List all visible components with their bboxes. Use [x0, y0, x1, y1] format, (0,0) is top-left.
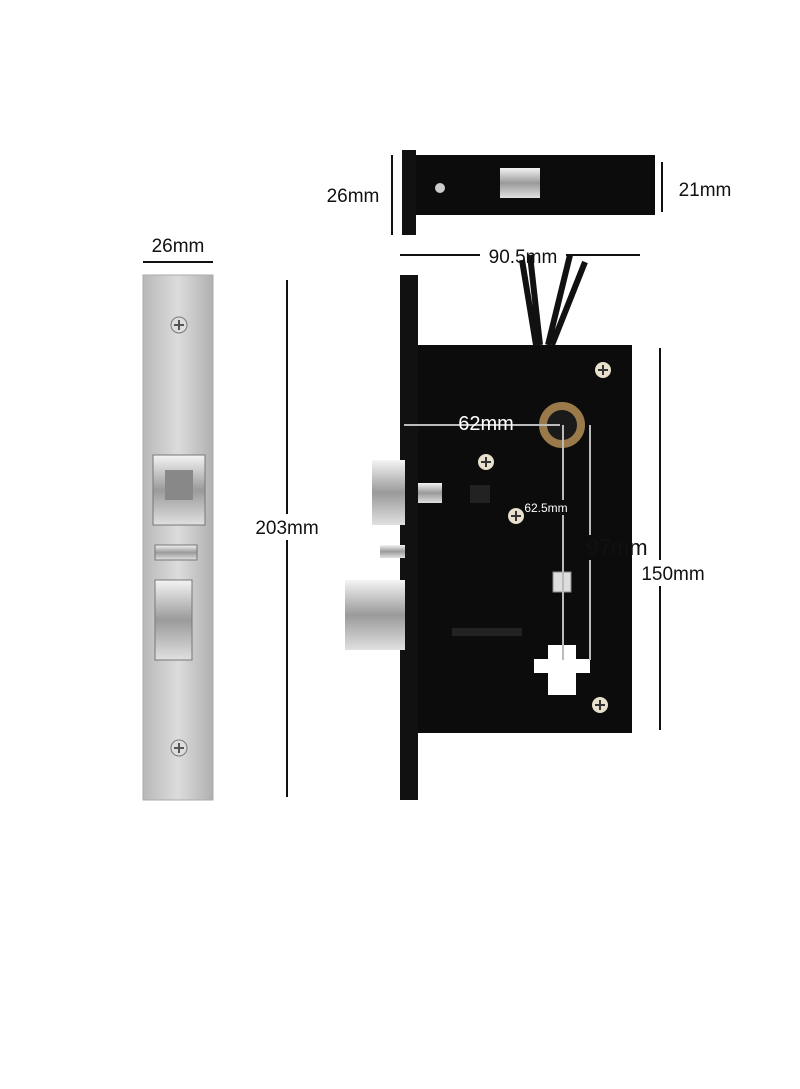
screw-icon: [595, 362, 611, 378]
inner-distance-label: 62.5mm: [524, 501, 567, 515]
wires: [519, 254, 588, 347]
spindle-cylinder-distance-label: 97mm: [586, 535, 647, 560]
latch-bolt: [372, 460, 405, 525]
lock-body-side-view: [345, 254, 632, 800]
trigger-bolt: [154, 544, 198, 561]
screw-icon: [592, 697, 608, 713]
cylinder-cutout: [534, 645, 590, 695]
faceplate-front-view: [142, 274, 214, 801]
screw-icon: [170, 316, 188, 334]
lock-top-view: [402, 150, 655, 235]
top-thickness-label: 21mm: [679, 180, 732, 201]
deadbolt: [154, 579, 193, 661]
body-length-label: 90.5mm: [489, 247, 558, 268]
body-height-label: 150mm: [641, 564, 704, 585]
latch-bolt: [152, 454, 206, 526]
screw-icon: [508, 508, 524, 524]
top-depth-label: 26mm: [327, 186, 380, 207]
screw-icon: [478, 454, 494, 470]
faceplate-height-label: 203mm: [255, 518, 318, 539]
backset-label: 62mm: [458, 413, 514, 435]
faceplate-width-label: 26mm: [152, 236, 205, 257]
screw-icon: [170, 739, 188, 757]
deadbolt: [345, 580, 405, 650]
